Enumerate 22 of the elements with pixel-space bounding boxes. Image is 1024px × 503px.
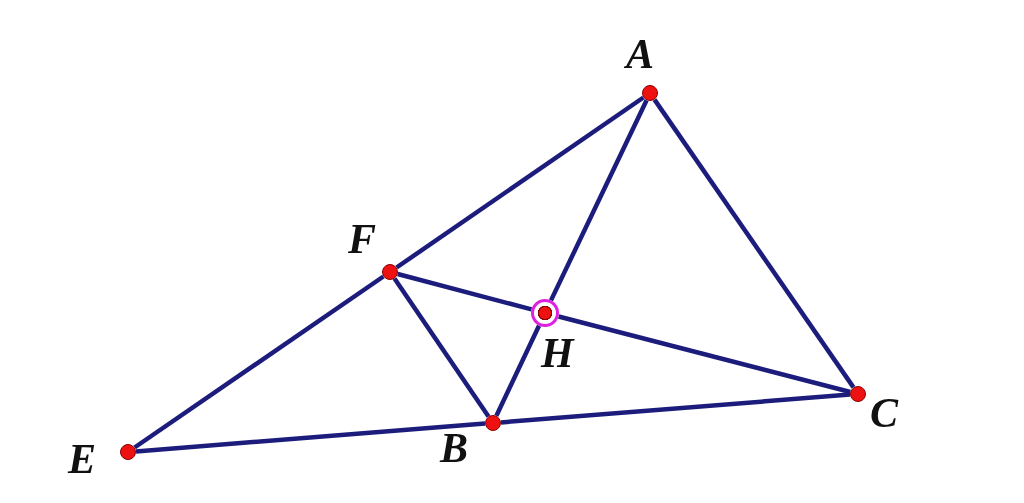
point-label: A	[626, 33, 654, 75]
highlighted-point	[531, 299, 559, 327]
line-segment	[135, 421, 486, 454]
line-segment	[494, 324, 542, 417]
point-label: C	[870, 392, 898, 434]
line-segment	[548, 99, 649, 302]
point-label: H	[541, 332, 574, 374]
point-label: E	[68, 438, 96, 480]
point-marker	[382, 264, 398, 280]
point-marker	[642, 85, 658, 101]
line-segment	[558, 314, 851, 395]
point-marker	[850, 386, 866, 402]
line-segment	[652, 98, 856, 389]
point-label: F	[348, 218, 376, 260]
line-segment	[392, 277, 491, 418]
point-marker	[120, 444, 136, 460]
line-segment	[395, 95, 645, 270]
line-segment	[133, 274, 385, 450]
point-marker	[485, 415, 501, 431]
line-segment	[500, 392, 851, 425]
point-label: B	[440, 427, 468, 469]
line-segment	[397, 271, 533, 312]
